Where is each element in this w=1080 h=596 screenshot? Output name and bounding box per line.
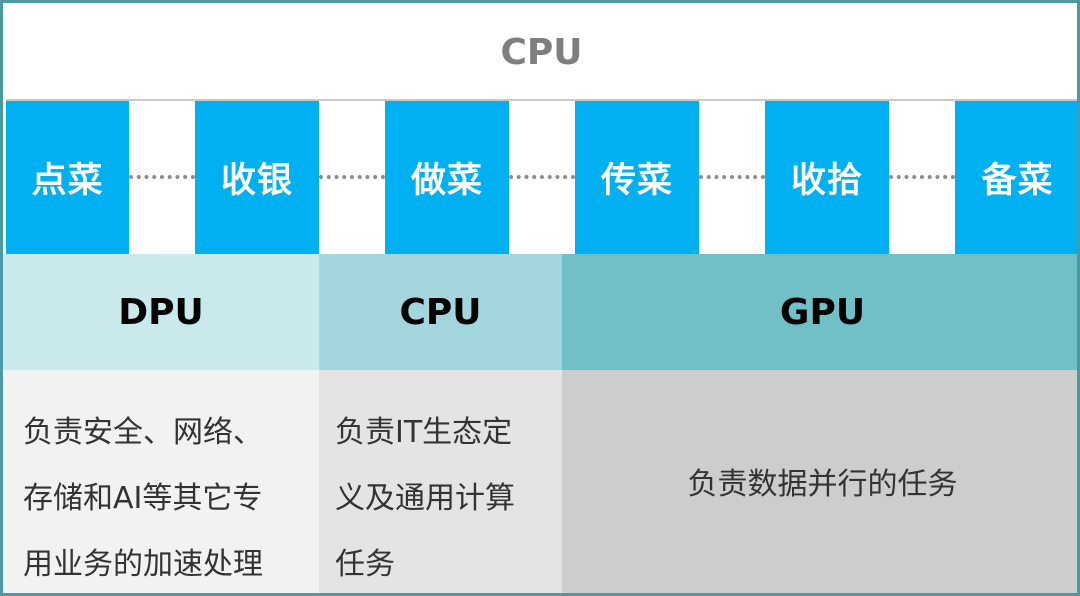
step-cook-label: 做菜 bbox=[410, 161, 483, 201]
cpu-description-line: 任务 bbox=[335, 547, 395, 582]
processor-cpu: CPU bbox=[319, 254, 562, 370]
step-cook: 做菜 bbox=[385, 101, 509, 254]
step-connector bbox=[699, 175, 765, 179]
top-cpu-banner: CPU bbox=[6, 6, 1077, 101]
dpu-description: 负责安全、网络、 存储和AI等其它专 用业务的加速处理 bbox=[3, 370, 319, 593]
step-prep-label: 备菜 bbox=[981, 161, 1054, 201]
processor-dpu: DPU bbox=[3, 254, 319, 370]
processor-dpu-label: DPU bbox=[118, 291, 204, 333]
step-serve-label: 传菜 bbox=[600, 161, 673, 201]
step-connector bbox=[129, 175, 195, 179]
cpu-description-line: 负责IT生态定 bbox=[335, 415, 513, 450]
step-prep: 备菜 bbox=[955, 101, 1077, 254]
cpu-description-line: 义及通用计算 bbox=[335, 481, 515, 516]
dpu-description-line: 存储和AI等其它专 bbox=[23, 481, 263, 516]
description-row: 负责安全、网络、 存储和AI等其它专 用业务的加速处理 负责IT生态定 义及通用… bbox=[3, 370, 1077, 593]
cpu-description: 负责IT生态定 义及通用计算 任务 bbox=[319, 370, 562, 593]
step-checkout-label: 收银 bbox=[220, 161, 293, 201]
step-serve: 传菜 bbox=[575, 101, 699, 254]
step-connector bbox=[889, 175, 955, 179]
gpu-description-text: 负责数据并行的任务 bbox=[687, 466, 958, 502]
step-connector bbox=[319, 175, 385, 179]
processor-gpu: GPU bbox=[562, 254, 1077, 370]
step-cleanup-label: 收拾 bbox=[790, 161, 863, 201]
processor-row: DPU CPU GPU bbox=[3, 254, 1077, 370]
step-checkout: 收银 bbox=[195, 101, 319, 254]
workflow-steps-row: 点菜 收银 做菜 传菜 收拾 备菜 bbox=[3, 101, 1077, 254]
step-cleanup: 收拾 bbox=[765, 101, 889, 254]
step-connector bbox=[509, 175, 575, 179]
step-order: 点菜 bbox=[6, 101, 129, 254]
step-order-label: 点菜 bbox=[31, 161, 104, 201]
dpu-description-line: 用业务的加速处理 bbox=[23, 547, 263, 582]
dpu-description-line: 负责安全、网络、 bbox=[23, 415, 263, 450]
top-cpu-label: CPU bbox=[500, 32, 583, 73]
processor-cpu-label: CPU bbox=[399, 291, 482, 333]
gpu-description: 负责数据并行的任务 bbox=[562, 370, 1077, 593]
processor-gpu-label: GPU bbox=[779, 291, 866, 333]
